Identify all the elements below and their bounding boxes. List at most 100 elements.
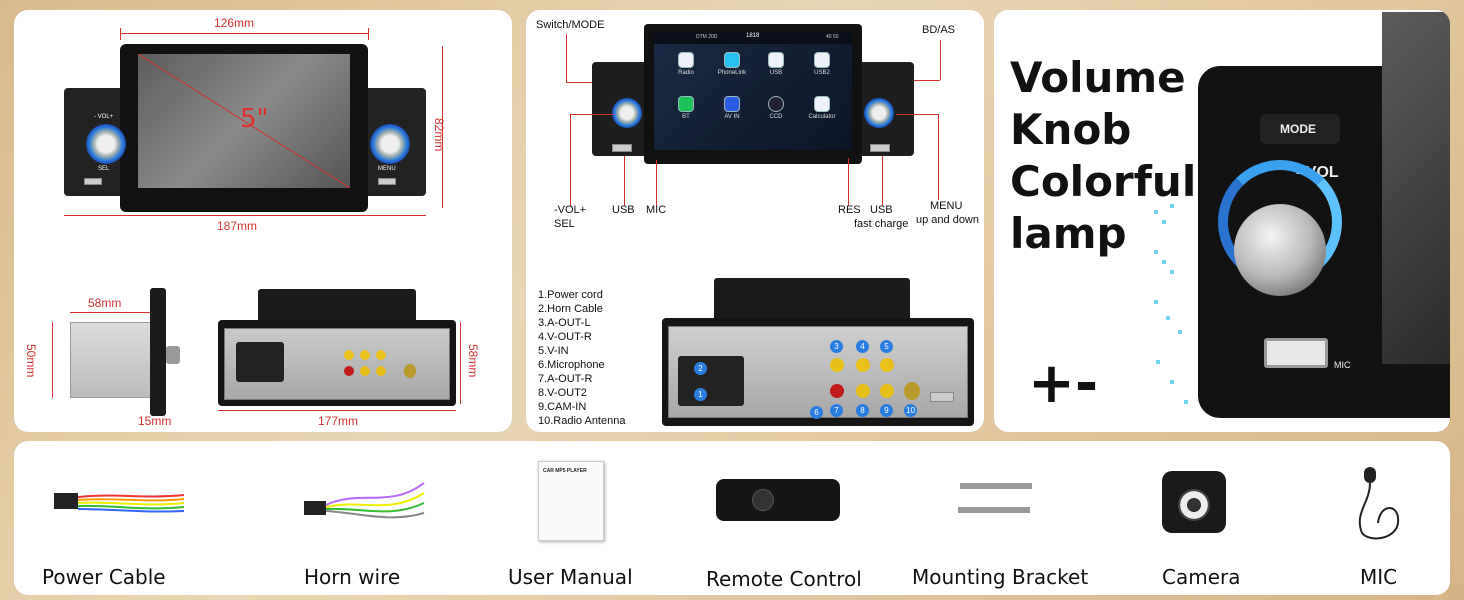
knob-sel-label: SEL (98, 166, 110, 172)
menu-label: MENU (930, 200, 963, 212)
callout-line (896, 114, 938, 115)
antenna-jack (904, 382, 920, 400)
list-item: 4.V-OUT-R (538, 331, 592, 343)
list-item: 7.A-OUT-R (538, 373, 593, 385)
list-item: 3.A-OUT-L (538, 317, 591, 329)
usb-port (378, 178, 396, 185)
power-cable-icon (54, 493, 185, 513)
rca-jack (360, 366, 370, 376)
usb-port (612, 144, 632, 152)
callout-line (882, 156, 883, 206)
list-item: 1.Power cord (538, 289, 603, 301)
callout-line (940, 40, 941, 80)
remote-control-icon (716, 479, 840, 521)
rear-heatsink (258, 289, 416, 325)
home-screen: DTM 20D 1818 40 50 Radio PhoneLink USB U… (654, 32, 852, 150)
usb2-icon (814, 52, 830, 68)
rca-jack (344, 350, 354, 360)
width-dimension-line (120, 33, 368, 34)
radio-icon (678, 52, 694, 68)
dimensions-panel: 126mm 82mm 5" - VOL+ SEL MENU 187mm 58mm… (14, 10, 512, 432)
mounting-bracket-icon (958, 507, 1030, 513)
list-item: 8.V-OUT2 (538, 387, 587, 399)
camera-lens (1178, 489, 1210, 521)
status-time: 1818 (746, 33, 760, 39)
knob-top-label: - VOL+ (94, 114, 114, 120)
callout-line (848, 158, 849, 206)
usb-icon (768, 52, 784, 68)
mic-label: MIC (646, 204, 667, 216)
list-item: 2.Horn Cable (538, 303, 603, 315)
accessory-label: Mounting Bracket (912, 565, 1089, 589)
side-view-chassis (70, 322, 154, 398)
accessory-label: Power Cable (42, 565, 166, 589)
rear-width-label: 177mm (318, 414, 359, 428)
height-label: 82mm (432, 118, 446, 152)
rear-height-label: 58mm (466, 344, 480, 378)
app-label: CCD (769, 114, 783, 120)
side-view-knob (166, 346, 180, 364)
port-number: 3 (830, 340, 843, 353)
port-number: 8 (856, 404, 869, 417)
callout-line (566, 34, 567, 82)
vol-label: -VOL+ (554, 204, 587, 216)
bd-as-label: BD/AS (922, 24, 956, 36)
volume-knob (1234, 204, 1326, 296)
bluetooth-phone-icon (678, 96, 694, 112)
screen-width-label: 126mm (214, 16, 255, 30)
volume-knob (86, 124, 126, 164)
manual-title: CAR MP5 PLAYER (543, 468, 587, 474)
side-depth-line (70, 312, 150, 313)
side-height-label: 50mm (24, 344, 38, 378)
app-label: PhoneLink (717, 70, 747, 76)
app-label: USB (769, 70, 783, 76)
iso-connector (236, 342, 284, 382)
status-left: DTM 20D (696, 34, 718, 40)
status-bar (654, 32, 852, 44)
app-label: USB2 (814, 70, 830, 76)
headline-line: Knob (1010, 105, 1132, 154)
accessory-label: Camera (1162, 565, 1241, 589)
user-manual-icon: CAR MP5 PLAYER (538, 461, 604, 541)
dim-tick (368, 28, 369, 40)
dim-tick (120, 28, 121, 40)
rca-jack (360, 350, 370, 360)
usb-port (84, 178, 102, 185)
ccd-camera-icon (768, 96, 784, 112)
antenna-jack (404, 364, 416, 378)
camera-icon (1162, 471, 1226, 533)
accessory-label: User Manual (508, 565, 633, 589)
screen: 5" (138, 54, 350, 188)
rear-width-line (218, 410, 456, 411)
menu-knob (370, 124, 410, 164)
remote-dpad (752, 489, 774, 511)
app-label: Radio (678, 70, 694, 76)
usb-label: USB (612, 204, 635, 216)
port-number: 1 (694, 388, 707, 401)
rca-jack (376, 366, 386, 376)
accessory-label: MIC (1360, 565, 1398, 589)
port-number: 5 (880, 340, 893, 353)
screen-edge (1382, 12, 1450, 364)
side-depth-label: 58mm (88, 296, 122, 310)
rear-heatsink (714, 278, 910, 322)
plus-minus-sign: +- (1028, 351, 1099, 416)
screen-size-label: 5" (240, 104, 269, 134)
calculator-icon (814, 96, 830, 112)
headline-line: Colorful (1010, 157, 1197, 206)
rca-jack (880, 358, 894, 372)
rca-jack (830, 358, 844, 372)
headline-line: Volume (1010, 53, 1186, 102)
usb-fast-label: USB (870, 204, 893, 216)
accessories-panel: CAR MP5 PLAYER Power Cable Horn wire Use… (14, 441, 1450, 595)
total-width-line (64, 215, 426, 216)
mode-label: MODE (1280, 122, 1316, 136)
port-number: 6 (810, 406, 823, 419)
app-label: AV IN (724, 114, 740, 120)
callout-line (566, 82, 598, 83)
callout-line (656, 160, 657, 206)
mic-label: MIC (1334, 360, 1351, 370)
height-dimension-line (442, 46, 443, 208)
port-number: 10 (904, 404, 917, 417)
callout-line (624, 156, 625, 206)
